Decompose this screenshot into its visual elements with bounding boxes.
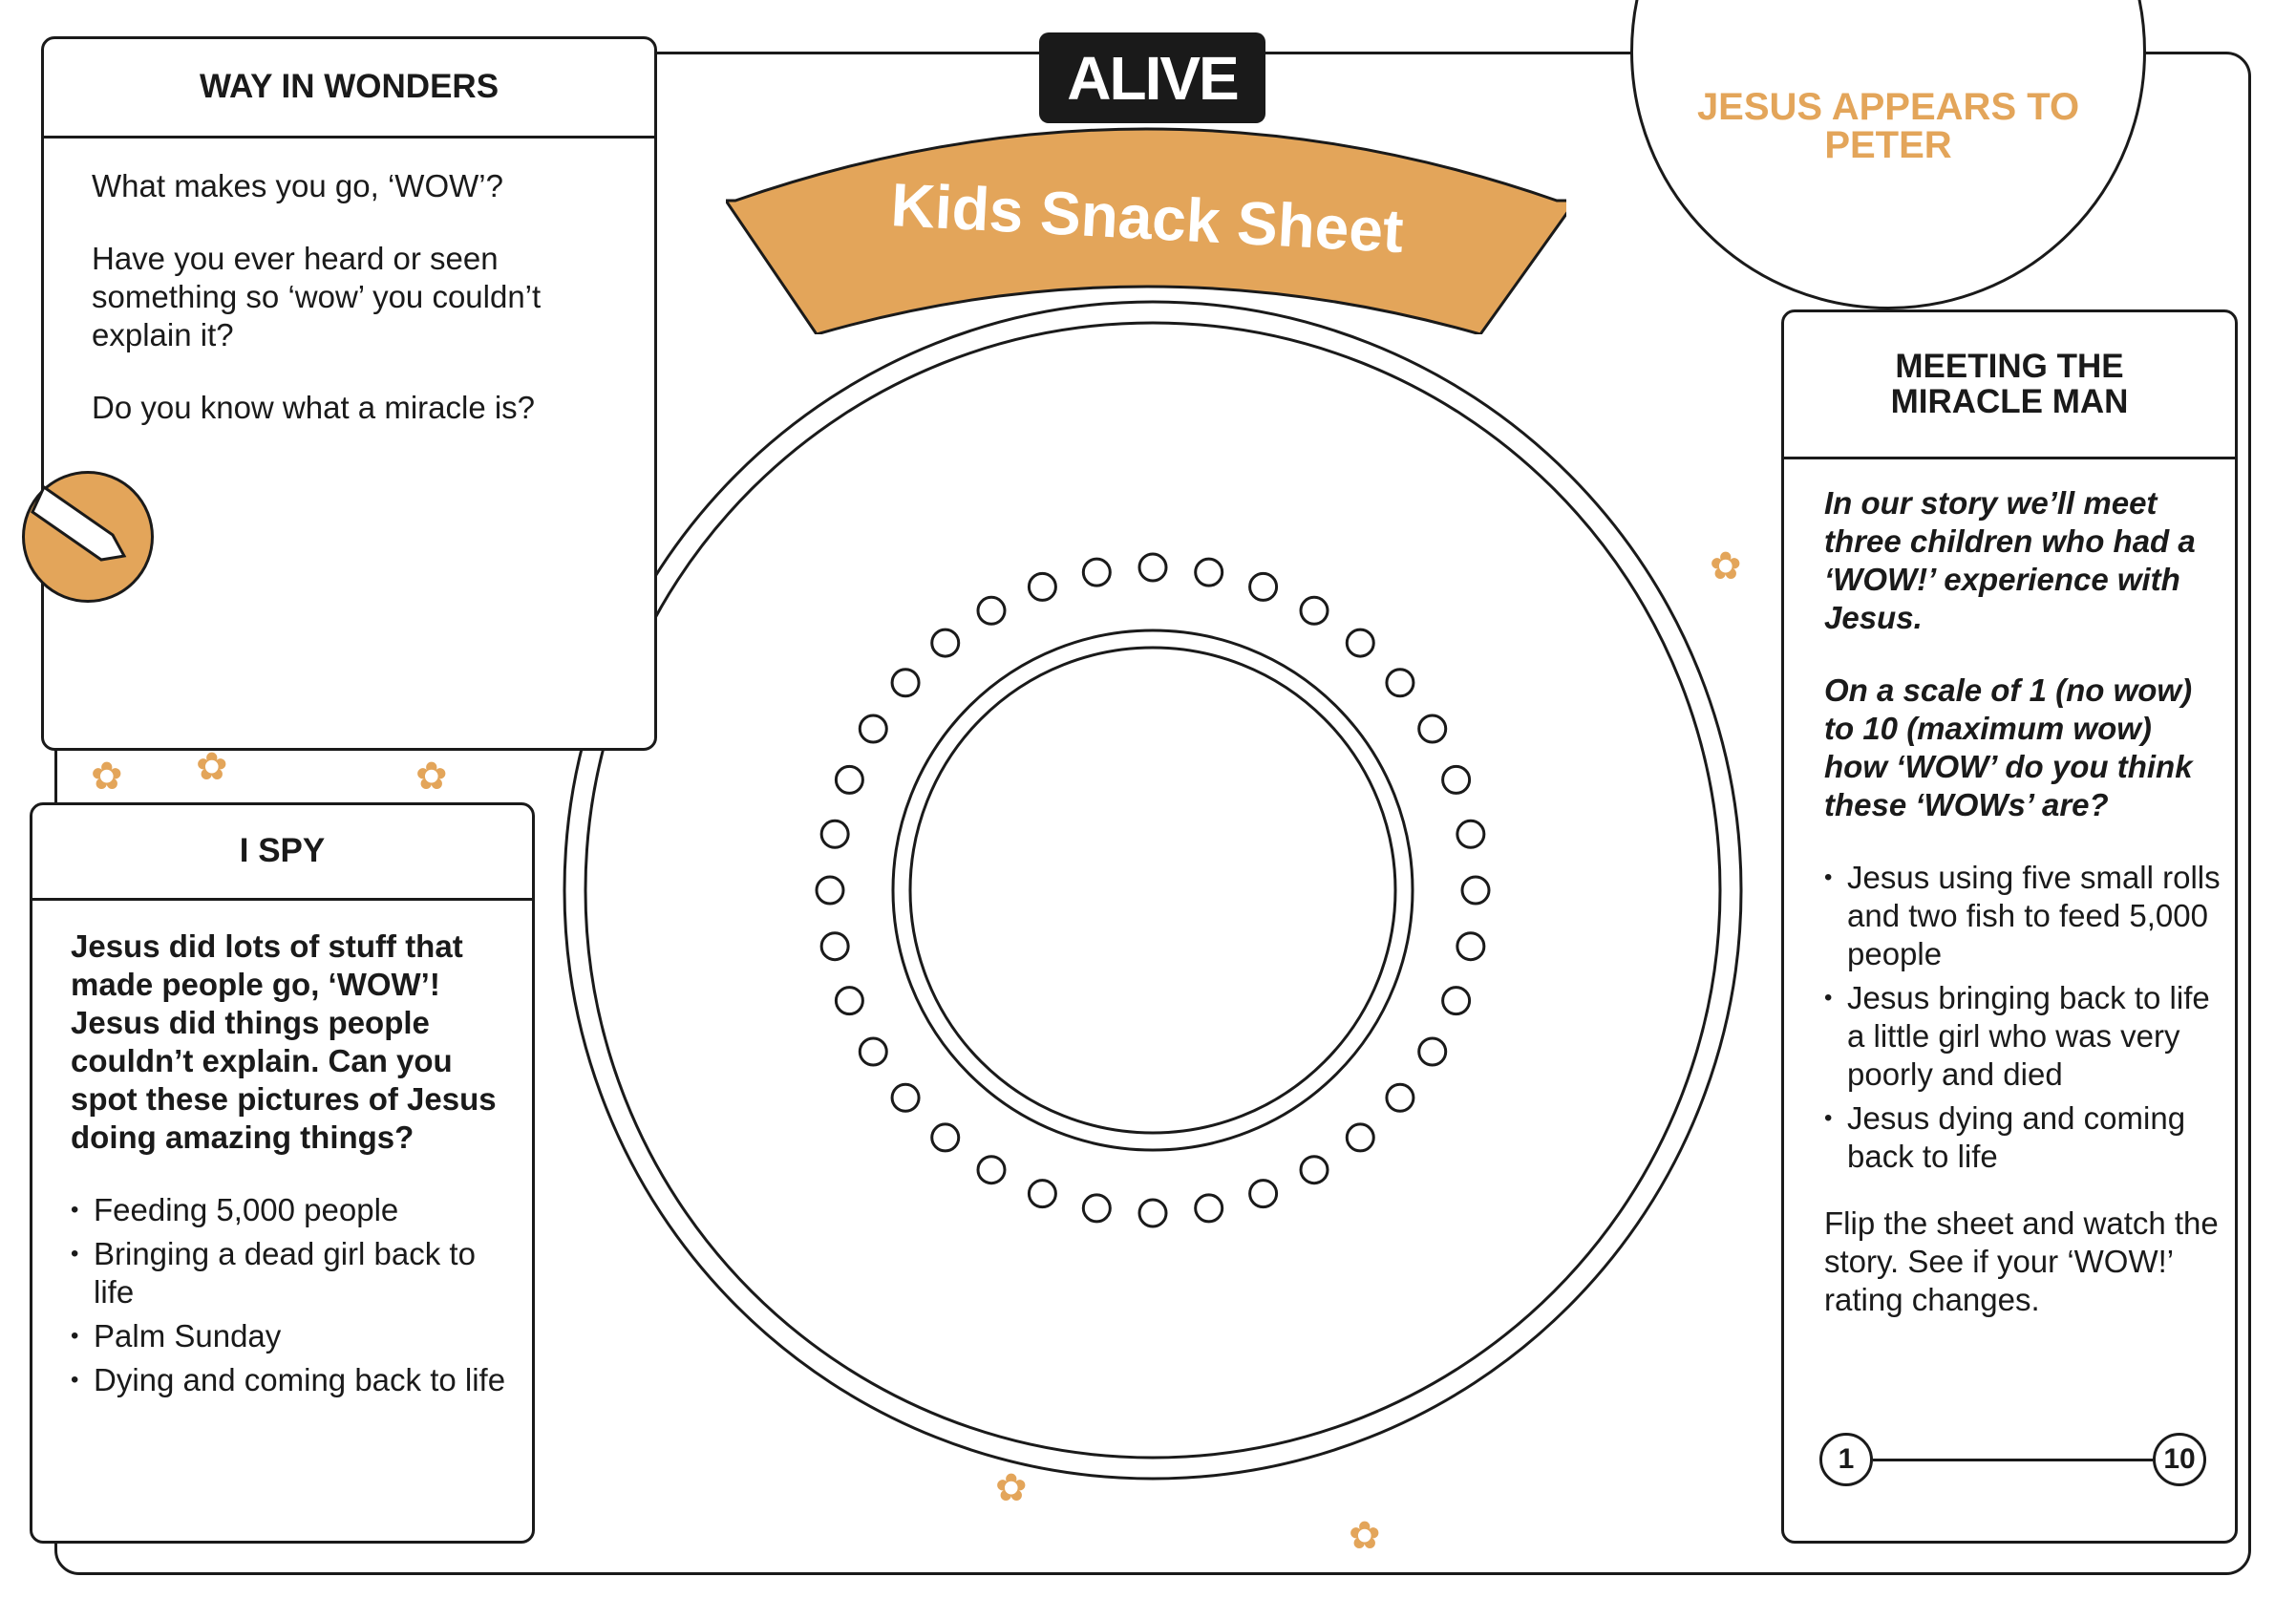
- plate-dot: [1248, 1179, 1279, 1209]
- plate-dot: [834, 986, 864, 1016]
- plate-inner-rim: [584, 321, 1722, 1460]
- plate-outer-rim: [563, 300, 1743, 1481]
- plate-dot: [1385, 668, 1415, 698]
- plate-dot: [1460, 875, 1491, 906]
- plate-dot: [930, 1122, 961, 1153]
- i-spy-item: Feeding 5,000 people: [71, 1191, 513, 1229]
- miracle-question: On a scale of 1 (no wow) to 10 (maximum …: [1824, 672, 2193, 822]
- plate-dot: [976, 1155, 1007, 1185]
- plate-dot: [858, 714, 888, 744]
- wow-rating-scale[interactable]: 1 10: [1819, 1433, 2206, 1490]
- i-spy-title: I SPY: [32, 805, 532, 901]
- plate-dot: [1417, 714, 1448, 744]
- scale-max: 10: [2153, 1433, 2206, 1486]
- miracle-intro: In our story we’ll meet three children w…: [1824, 485, 2196, 635]
- scale-min: 1: [1819, 1433, 1873, 1486]
- banner-ribbon: [726, 127, 1566, 334]
- plate-dot: [1441, 986, 1472, 1016]
- wonders-question: What makes you go, ‘WOW’?: [92, 168, 503, 203]
- miracle-item: Jesus bringing back to life a little gir…: [1824, 979, 2222, 1094]
- miracle-man-title: MEETING THE MIRACLE MAN: [1784, 312, 2235, 459]
- way-in-wonders-title: WAY IN WONDERS: [44, 39, 654, 139]
- plate-dot: [858, 1036, 888, 1067]
- flower-icon: ✿: [196, 746, 228, 788]
- plate-dot: [1248, 571, 1279, 602]
- plate-dot: [976, 595, 1007, 626]
- plate-dot: [1345, 1122, 1375, 1153]
- wonders-question: Do you know what a miracle is?: [92, 390, 536, 425]
- flower-icon: ✿: [1710, 545, 1742, 587]
- wonders-question: Have you ever heard or seen something so…: [92, 241, 542, 352]
- miracle-item: Jesus using five small rolls and two fis…: [1824, 859, 2222, 973]
- plate-dot: [1137, 1198, 1168, 1228]
- plate-dot: [1081, 1193, 1112, 1224]
- plate-dot: [815, 875, 845, 906]
- plate-dot: [890, 1082, 921, 1113]
- flower-icon: ✿: [415, 756, 448, 798]
- plate-dot: [834, 764, 864, 795]
- i-spy-intro: Jesus did lots of stuff that made people…: [71, 928, 497, 1155]
- plate-dot: [1385, 1082, 1415, 1113]
- plate-dot: [1137, 552, 1168, 583]
- plate-dot: [819, 931, 850, 962]
- plate-dot: [930, 628, 961, 658]
- i-spy-item: Dying and coming back to life: [71, 1361, 513, 1399]
- flower-icon: ✿: [91, 756, 123, 798]
- plate-dot: [1194, 1193, 1224, 1224]
- plate-dot: [1194, 557, 1224, 587]
- plate-dot: [1027, 1179, 1057, 1209]
- i-spy-item: Palm Sunday: [71, 1317, 513, 1355]
- flower-icon: ✿: [1349, 1515, 1381, 1557]
- plate-dot: [1456, 819, 1486, 849]
- scale-line: [1873, 1459, 2153, 1461]
- plate-dot: [1299, 1155, 1329, 1185]
- plate-dot: [1456, 931, 1486, 962]
- plate-center-inner: [908, 646, 1397, 1135]
- plate-dot: [1299, 595, 1329, 626]
- miracle-man-panel: MEETING THE MIRACLE MAN In our story we’…: [1781, 309, 2238, 1544]
- brand-logo: ALIVE: [1039, 32, 1265, 123]
- plate-dot: [1441, 764, 1472, 795]
- plate-dot: [1345, 628, 1375, 658]
- plate-dot: [890, 668, 921, 698]
- plate-dot: [819, 819, 850, 849]
- plate-dot: [1027, 571, 1057, 602]
- story-title: JESUS APPEARS TO PETER: [1696, 86, 2080, 166]
- miracle-outro: Flip the sheet and watch the story. See …: [1824, 1205, 2219, 1317]
- way-in-wonders-panel: WAY IN WONDERS What makes you go, ‘WOW’?…: [41, 36, 657, 751]
- plate-center-outer: [891, 629, 1414, 1152]
- i-spy-item: Bringing a dead girl back to life: [71, 1235, 513, 1311]
- plate-dot: [1417, 1036, 1448, 1067]
- title-banner: Kids Snack Sheet: [726, 127, 1566, 334]
- i-spy-panel: I SPY Jesus did lots of stuff that made …: [30, 802, 535, 1544]
- flower-icon: ✿: [995, 1467, 1028, 1509]
- plate-dot: [1081, 557, 1112, 587]
- miracle-item: Jesus dying and coming back to life: [1824, 1099, 2222, 1176]
- pencil-icon: [22, 471, 154, 603]
